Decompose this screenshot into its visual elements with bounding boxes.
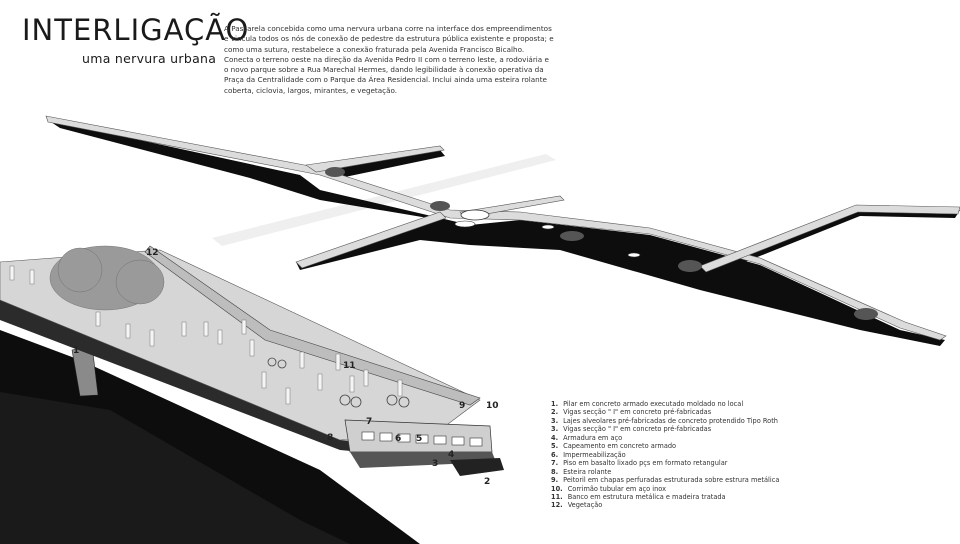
callout-5: 5 <box>416 434 423 444</box>
walkway-plan-deck <box>45 115 960 341</box>
callout-6: 6 <box>395 434 402 444</box>
callout-9: 9 <box>459 401 466 411</box>
section-vegetation <box>49 245 165 311</box>
plan-opening-4 <box>627 252 641 258</box>
legend-item: 3.Lajes alveolares pré-fabricadas de con… <box>551 416 778 425</box>
legend-item: 10.Corrimão tubular em aço inox <box>551 484 666 493</box>
callout-7: 7 <box>366 417 373 427</box>
section-slabs <box>344 419 504 476</box>
section-shadow-2 <box>0 392 350 544</box>
legend-item: 9.Peitoril em chapas perfuradas estrutur… <box>551 476 780 485</box>
section-bicycles <box>267 357 410 408</box>
plan-opening-3 <box>541 224 555 230</box>
legend-item: 3.Vigas secção " I" em concreto pré-fabr… <box>551 425 712 434</box>
callout-8: 8 <box>327 433 334 443</box>
callout-12: 12 <box>146 248 159 258</box>
callout-3: 3 <box>432 459 439 469</box>
section-people <box>9 265 403 405</box>
legend-item: 1.Pilar em concreto armado executado mol… <box>551 400 744 408</box>
section-railing <box>144 245 481 406</box>
description-text: A Passarela concebida como uma nervura u… <box>224 24 554 96</box>
callout-2: 2 <box>484 477 491 487</box>
description-paragraph-1: A Passarela concebida como uma nervura u… <box>224 24 554 54</box>
plan-opening <box>460 209 490 221</box>
page-subtitle: uma nervura urbana <box>82 51 217 66</box>
legend-item: 12.Vegetação <box>551 501 603 510</box>
plan-trees <box>325 167 878 320</box>
legend-item: 8.Esteira rolante <box>551 467 612 476</box>
page-title: INTERLIGAÇÃO <box>22 13 250 47</box>
road-band <box>212 154 556 246</box>
callout-10: 10 <box>486 401 499 411</box>
legend-item: 4.Armadura em aço <box>551 433 623 442</box>
legend-item: 11.Banco em estrutura metálica e madeira… <box>551 492 726 501</box>
legend-list: 1.Pilar em concreto armado executado mol… <box>551 400 779 510</box>
plan-opening-2 <box>454 220 476 228</box>
description-paragraph-2: Conecta o terreno oeste na direção da Av… <box>224 54 549 95</box>
callout-4: 4 <box>448 450 455 460</box>
callout-11: 11 <box>343 361 356 371</box>
legend-item: 6.Impermeabilização <box>551 450 626 459</box>
legend-item: 2.Vigas secção " I" em concreto pré-fabr… <box>551 408 712 417</box>
callout-1: 1 <box>73 346 80 356</box>
legend-item: 5.Capeamento em concreto armado <box>551 442 677 451</box>
legend-item: 7.Piso em basalto lixado pçs em formato … <box>551 459 728 468</box>
